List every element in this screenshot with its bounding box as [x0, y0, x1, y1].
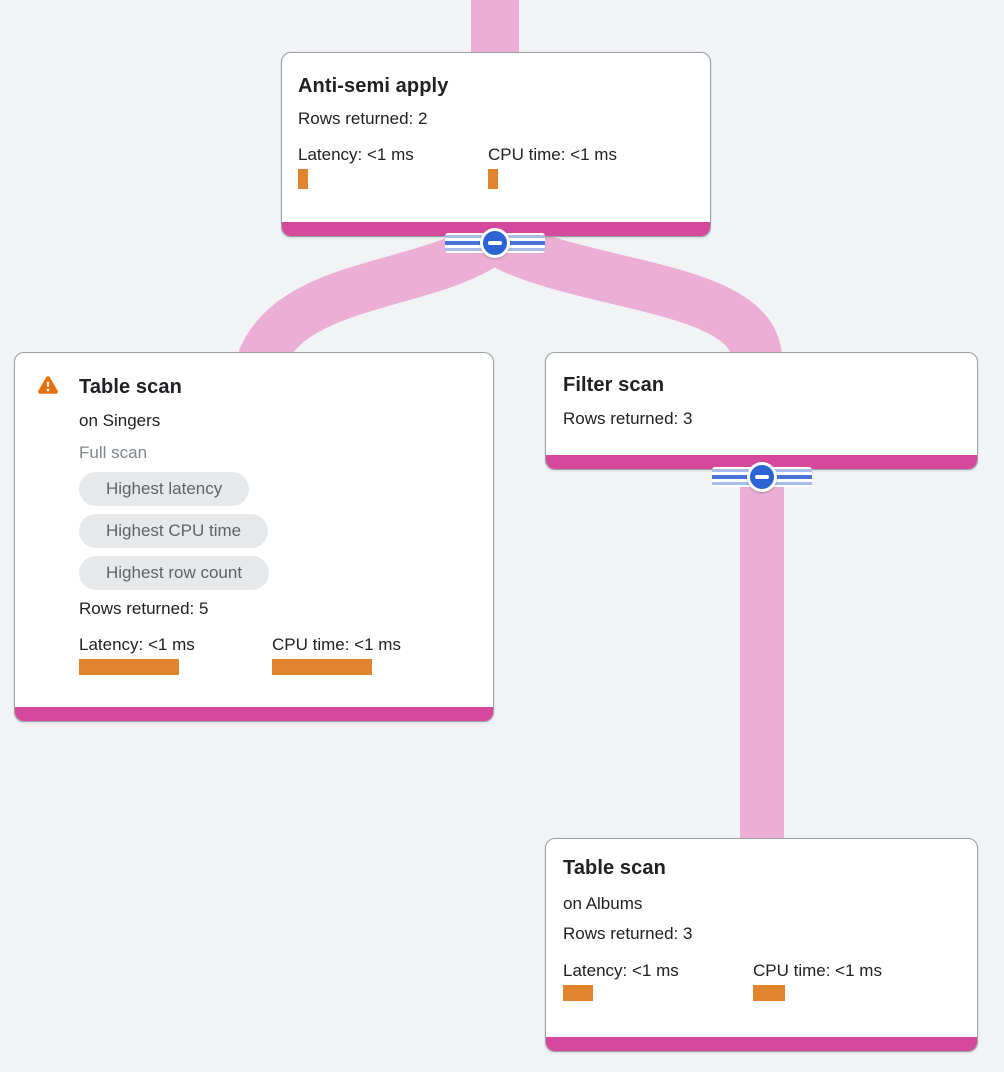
badge-highest-row-count: Highest row count	[79, 556, 270, 590]
node-table-scan-albums[interactable]: Table scan on Albums Rows returned: 3 La…	[545, 838, 978, 1052]
metrics-row: Latency: <1 ms CPU time: <1 ms	[298, 144, 694, 189]
node-anti-semi-apply[interactable]: Anti-semi apply Rows returned: 2 Latency…	[281, 52, 711, 237]
node-title: Table scan	[563, 857, 666, 879]
minus-icon[interactable]	[747, 462, 777, 492]
metrics-row: Latency: <1 ms CPU time: <1 ms	[563, 960, 960, 1001]
node-title: Table scan	[79, 376, 182, 398]
minus-icon[interactable]	[480, 228, 510, 258]
badge-highest-cpu-time: Highest CPU time	[79, 514, 269, 548]
node-table-scan-singers[interactable]: Table scan on Singers Full scan Highest …	[14, 352, 494, 722]
node-title: Filter scan	[563, 374, 665, 396]
badge-list: Highest latency Highest CPU time Highest…	[79, 472, 477, 590]
minus-glyph	[755, 475, 769, 479]
metrics-row: Latency: <1 ms CPU time: <1 ms	[79, 634, 477, 675]
cpu-label: CPU time: <1 ms	[753, 961, 882, 980]
edge-filter-to-albums	[740, 468, 784, 840]
collapse-button-anti-semi[interactable]	[445, 228, 545, 258]
latency-bar	[563, 985, 593, 1001]
badge-highest-latency: Highest latency	[79, 472, 250, 506]
cpu-bar	[488, 169, 498, 189]
latency-metric: Latency: <1 ms	[563, 960, 753, 1001]
rows-returned: Rows returned: 5	[79, 599, 209, 618]
cpu-label: CPU time: <1 ms	[488, 145, 617, 164]
collapse-button-filter[interactable]	[712, 462, 812, 492]
rows-returned: Rows returned: 2	[298, 109, 428, 128]
cpu-bar	[272, 659, 372, 675]
node-title: Anti-semi apply	[298, 75, 449, 97]
edge-anti-semi-to-filter	[491, 221, 782, 363]
rows-returned: Rows returned: 3	[563, 409, 693, 428]
cpu-label: CPU time: <1 ms	[272, 635, 401, 654]
latency-label: Latency: <1 ms	[79, 635, 195, 654]
cpu-bar	[753, 985, 785, 1001]
cpu-metric: CPU time: <1 ms	[272, 634, 401, 675]
warning-triangle-icon	[38, 376, 58, 394]
latency-metric: Latency: <1 ms	[79, 634, 272, 675]
node-footer-bar	[546, 1037, 977, 1051]
cpu-metric: CPU time: <1 ms	[488, 144, 617, 189]
node-filter-scan[interactable]: Filter scan Rows returned: 3	[545, 352, 978, 470]
edge-root-to-anti-semi	[471, 0, 519, 54]
latency-bar	[79, 659, 179, 675]
node-subtitle: on Singers	[79, 411, 161, 430]
edge-anti-semi-to-singers	[238, 223, 501, 371]
node-subtitle: on Albums	[563, 894, 643, 913]
latency-label: Latency: <1 ms	[298, 145, 414, 164]
latency-bar	[298, 169, 308, 189]
latency-metric: Latency: <1 ms	[298, 144, 488, 189]
scan-type: Full scan	[79, 443, 148, 462]
latency-label: Latency: <1 ms	[563, 961, 679, 980]
cpu-metric: CPU time: <1 ms	[753, 960, 882, 1001]
rows-returned: Rows returned: 3	[563, 924, 693, 943]
minus-glyph	[488, 241, 502, 245]
node-footer-bar	[15, 707, 493, 721]
